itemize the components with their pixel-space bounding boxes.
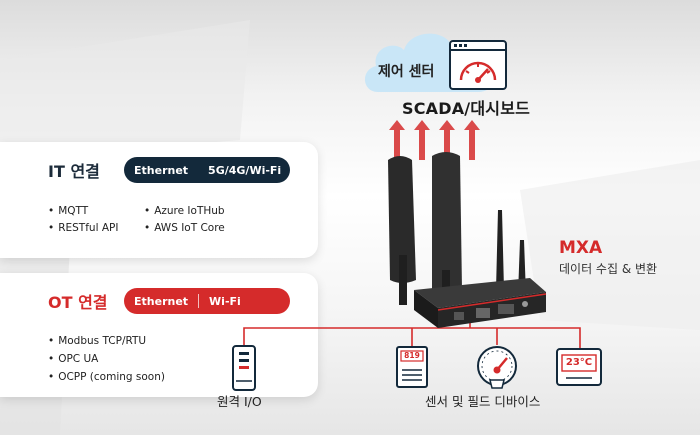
it-protocol-item: Azure IoTHub [144, 205, 224, 217]
ot-protocol-item: OPC UA [48, 353, 98, 365]
ot-protocol-item: OCPP (coming soon) [48, 371, 165, 383]
remote-io-icon [232, 345, 256, 391]
thermostat-icon: 23°C [556, 348, 602, 386]
device-name: MXA [559, 238, 603, 258]
it-connectivity-ethernet: Ethernet [134, 163, 189, 177]
ot-connectivity-ethernet: Ethernet [134, 294, 189, 308]
gauge-icon [449, 40, 507, 90]
it-protocol-item: MQTT [48, 205, 88, 217]
upload-arrow-icon [389, 120, 405, 160]
upload-arrow-icon [414, 120, 430, 160]
ot-connectivity-wireless: Wi-Fi [209, 294, 241, 308]
router-icon [388, 152, 547, 328]
meter-icon: 819 [396, 346, 428, 388]
it-protocol-item: AWS IoT Core [144, 222, 225, 234]
ot-protocol-item: Modbus TCP/RTU [48, 335, 146, 347]
cloud-label: 제어 센터 [378, 64, 435, 80]
meter-reading: 819 [404, 351, 420, 360]
it-connectivity-badge: Ethernet 5G/4G/Wi-Fi [124, 157, 290, 183]
pressure-gauge-icon [477, 346, 517, 389]
it-title: IT 연결 [48, 162, 100, 181]
device-description: 데이터 수집 & 변환 [559, 262, 658, 276]
scada-label: SCADA/대시보드 [402, 99, 531, 118]
divider [198, 294, 200, 308]
upload-arrow-icon [439, 120, 455, 160]
ot-title: OT 연결 [48, 293, 108, 312]
ot-connectivity-badge: Ethernet Wi-Fi [124, 288, 290, 314]
it-protocol-item: RESTful API [48, 222, 118, 234]
it-connectivity-wireless: 5G/4G/Wi-Fi [208, 163, 282, 177]
temperature-reading: 23°C [565, 357, 593, 368]
sensors-label: 센서 및 필드 디바이스 [425, 394, 541, 409]
upload-arrow-icon [464, 120, 480, 160]
remote-io-label: 원격 I/O [217, 394, 262, 409]
